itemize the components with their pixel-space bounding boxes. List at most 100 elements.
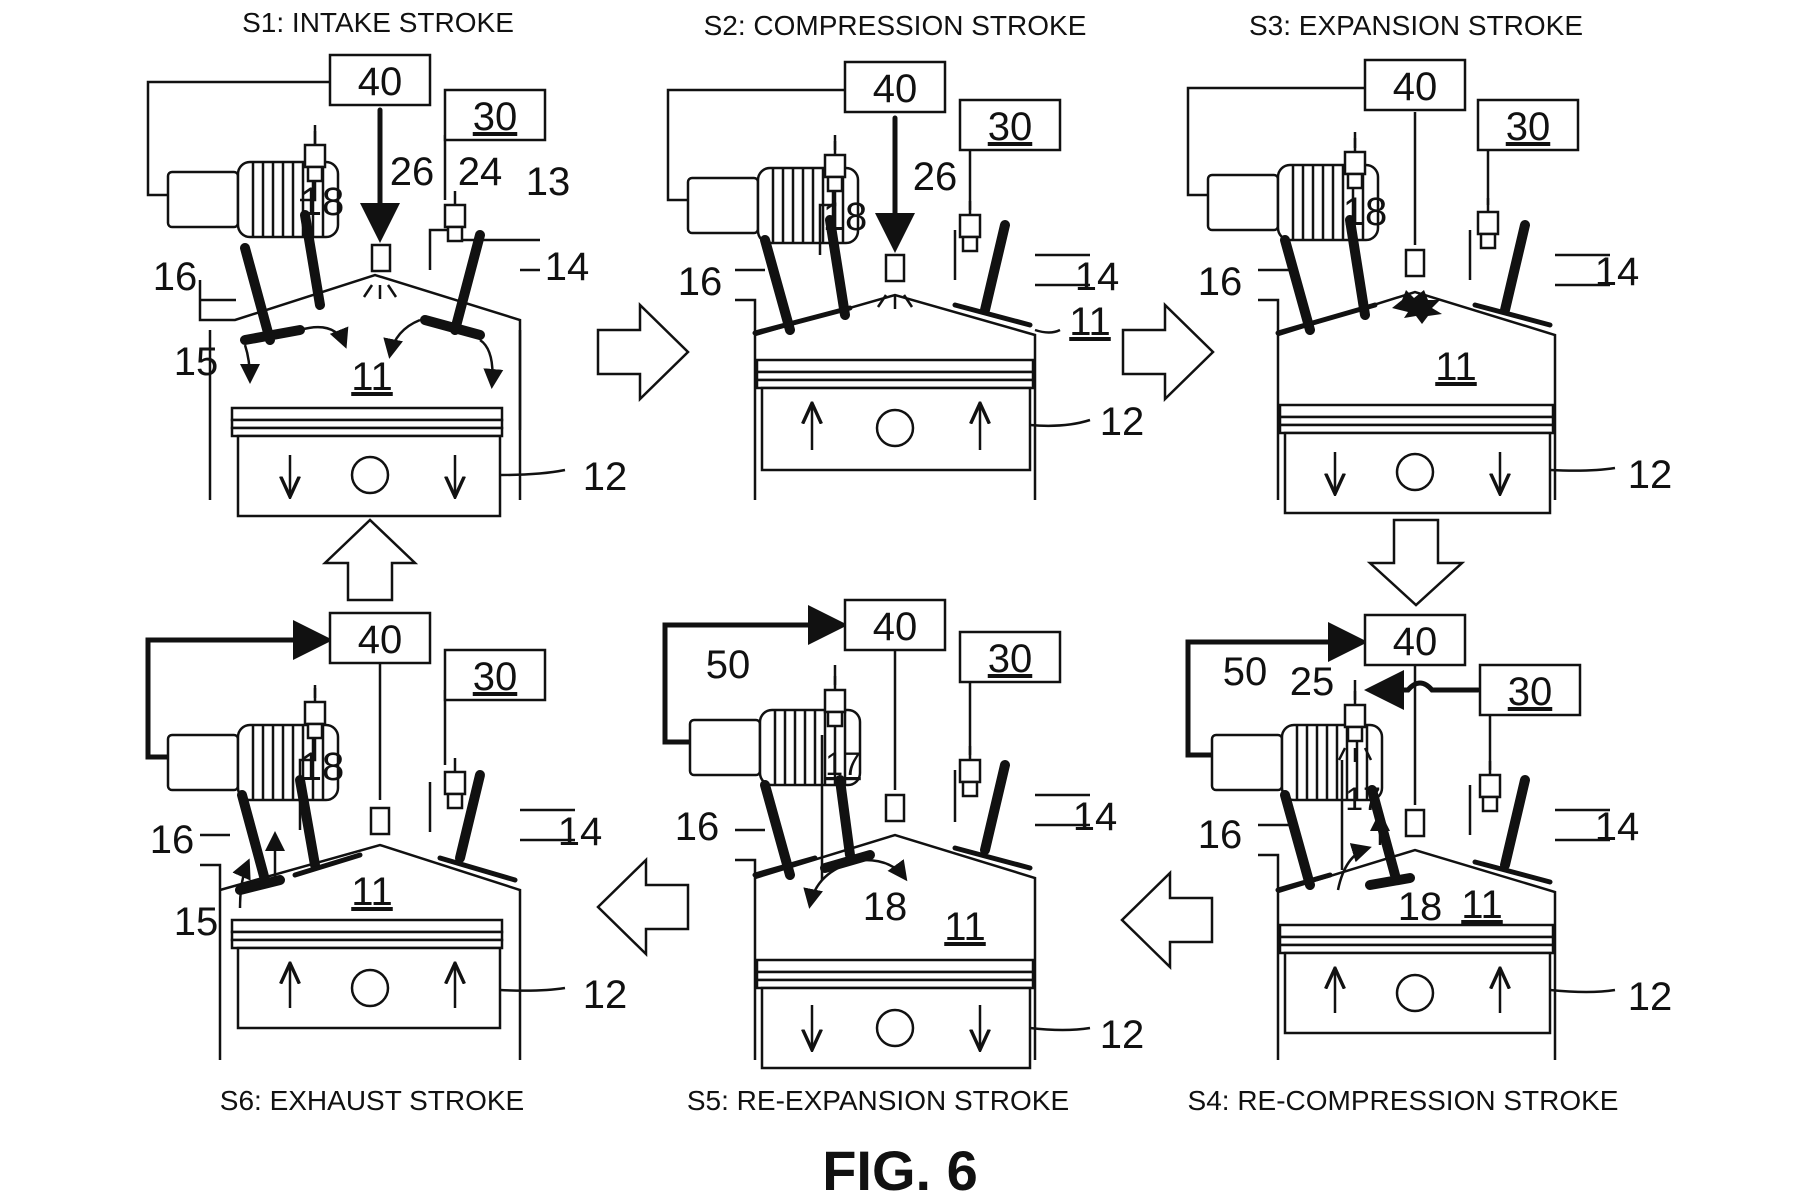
- piston-ring: [1278, 403, 1555, 419]
- ref-18: 18: [863, 885, 908, 929]
- controller-box: [1363, 58, 1467, 112]
- ref-50: 50: [706, 643, 751, 687]
- piston-ring: [755, 958, 1035, 974]
- sensor-icon: [958, 744, 982, 798]
- ref-18: 18: [823, 195, 868, 239]
- intake-valve-16: [1280, 790, 1315, 890]
- panel-title: S3: EXPANSION STROKE: [1249, 10, 1583, 41]
- controller-box: [843, 598, 947, 652]
- piston-ring: [230, 406, 504, 422]
- ref-16: 16: [153, 255, 198, 299]
- feedback-signal-arrow: [1185, 622, 1368, 758]
- sensor-icon: [303, 129, 327, 183]
- ref-25: 25: [1290, 660, 1335, 704]
- panel-s6: S6: EXHAUST STROKE 40 30: [145, 611, 628, 1116]
- panel-title: S6: EXHAUST STROKE: [220, 1085, 524, 1116]
- ref-14: 14: [545, 245, 590, 289]
- piston: [1283, 431, 1552, 515]
- source-label: 30: [1508, 670, 1553, 714]
- ref-26: 26: [913, 155, 958, 199]
- injector-icon: [370, 243, 392, 273]
- exhaust-valve-14: [1500, 220, 1530, 315]
- ref-11: 11: [351, 870, 393, 914]
- ref-16: 16: [1198, 260, 1243, 304]
- source-label: 30: [988, 105, 1033, 149]
- source-label: 30: [988, 637, 1033, 681]
- ref-11: 11: [351, 355, 393, 399]
- ref-14: 14: [1595, 250, 1640, 294]
- exhaust-valve-14: [1500, 775, 1530, 870]
- sensor-icon: [443, 189, 467, 243]
- controller-label: 40: [358, 60, 403, 104]
- piston: [236, 434, 502, 518]
- source-label: 30: [1506, 105, 1551, 149]
- ref-14: 14: [1075, 255, 1120, 299]
- controller-box: [843, 60, 947, 114]
- ref-26: 26: [390, 150, 435, 194]
- piston-pin-icon: [350, 455, 390, 495]
- panel-s4: S4: RE-COMPRESSION STROKE 40 30: [1185, 613, 1673, 1116]
- spark-plug-icon: [369, 806, 391, 836]
- source-label: 30: [473, 655, 518, 699]
- ref-11: 11: [1069, 300, 1111, 344]
- intake-valve-18: [300, 210, 325, 310]
- piston-ring: [230, 918, 504, 934]
- sensor-icon: [958, 199, 982, 253]
- ref-12: 12: [1100, 400, 1145, 444]
- ref-12: 12: [583, 973, 628, 1017]
- piston: [760, 386, 1032, 472]
- ref-14: 14: [1073, 795, 1118, 839]
- piston: [1283, 951, 1552, 1035]
- supply-signal-arrow: [1364, 670, 1481, 710]
- exhaust-valve-14: [455, 770, 485, 863]
- ref-50: 50: [1223, 650, 1268, 694]
- source-label: 30: [473, 95, 518, 139]
- sensor-icon: [303, 686, 327, 740]
- sensor-icon: [1478, 759, 1502, 813]
- piston: [760, 986, 1032, 1070]
- piston-pin-icon: [1395, 452, 1435, 492]
- source-box: [1476, 98, 1580, 152]
- source-box: [958, 98, 1062, 152]
- figure-caption: FIG. 6: [822, 1139, 978, 1200]
- transition-arrow-icon: [1120, 870, 1214, 970]
- ref-18: 18: [1398, 885, 1443, 929]
- ref-12: 12: [1628, 975, 1673, 1019]
- panel-title: S4: RE-COMPRESSION STROKE: [1188, 1085, 1619, 1116]
- controller-box: [328, 53, 432, 107]
- controller-box: [1363, 613, 1467, 667]
- panel-s1: S1: INTAKE STROKE 40 30: [146, 7, 628, 518]
- ref-14: 14: [1595, 805, 1640, 849]
- sensor-icon: [1343, 136, 1367, 190]
- intake-valve-16: [240, 243, 305, 345]
- feedback-signal-arrow: [145, 620, 333, 760]
- controller-label: 40: [873, 605, 918, 649]
- source-box: [958, 630, 1062, 684]
- feedback-signal-arrow: [662, 605, 848, 745]
- transition-arrow-icon: [321, 518, 419, 602]
- ref-12: 12: [1628, 453, 1673, 497]
- controller-box: [328, 611, 432, 665]
- exhaust-valve-14: [980, 220, 1010, 315]
- ref-16: 16: [1198, 813, 1243, 857]
- ignition-flash-icon: [1392, 290, 1442, 324]
- controller-label: 40: [1393, 620, 1438, 664]
- spark-plug-icon: [1404, 248, 1426, 278]
- injector-25-icon: [1343, 689, 1367, 743]
- exhaust-valve-14: [980, 760, 1010, 855]
- intake-valve-16: [235, 790, 285, 895]
- panel-title: S5: RE-EXPANSION STROKE: [687, 1085, 1069, 1116]
- panel-s3: S3: EXPANSION STROKE 40 30 18 16: [1186, 10, 1673, 515]
- panel-title: S2: COMPRESSION STROKE: [704, 10, 1087, 41]
- ref-11: 11: [1461, 883, 1503, 927]
- ref-12: 12: [1100, 1013, 1145, 1057]
- ref-12: 12: [583, 455, 628, 499]
- ref-11: 11: [1435, 345, 1477, 389]
- spark-plug-icon: [1404, 808, 1426, 838]
- intake-valve-16: [760, 780, 795, 880]
- controller-label: 40: [358, 618, 403, 662]
- ref-17: 17: [825, 746, 861, 782]
- intake-valve-16: [760, 235, 795, 335]
- source-box: [1478, 663, 1582, 717]
